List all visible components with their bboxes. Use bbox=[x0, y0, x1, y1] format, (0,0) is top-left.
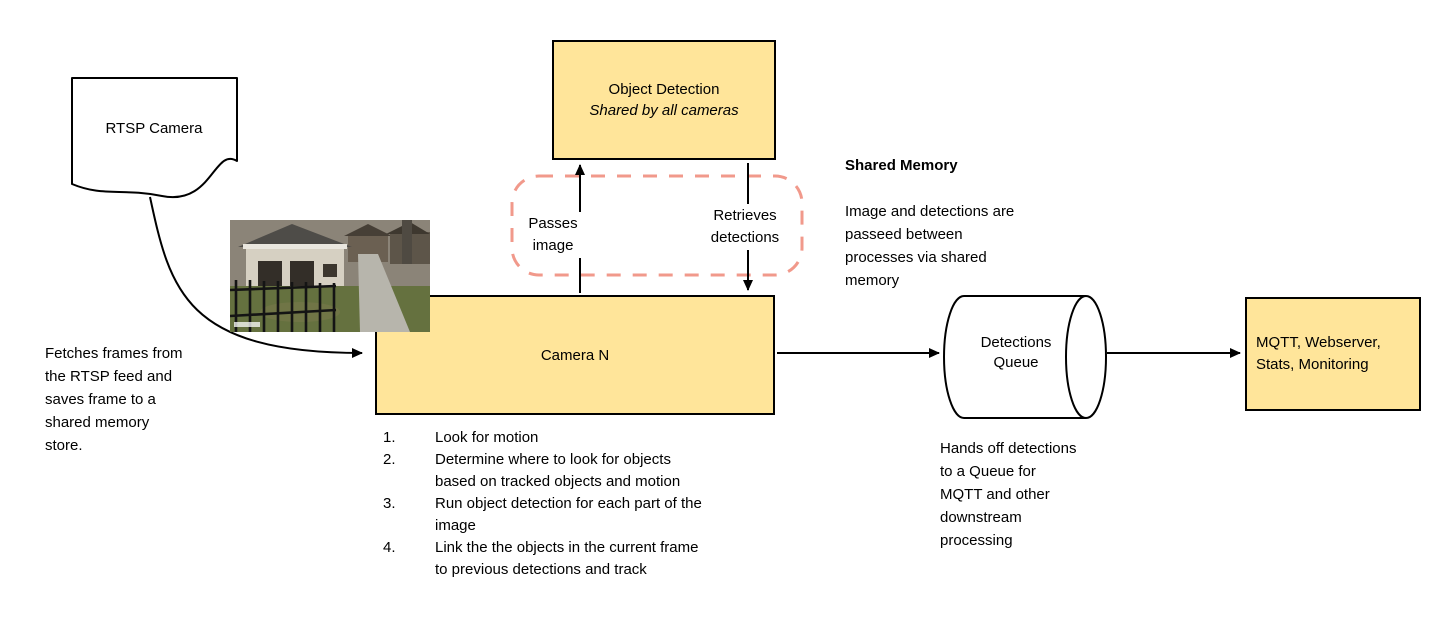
shared-memory-note-title: Shared Memory bbox=[845, 157, 958, 174]
camera-step: 1. Look for motion bbox=[383, 427, 813, 449]
camera-snapshot-image bbox=[230, 220, 430, 332]
camera-step-text: Run object detection for each part of th… bbox=[435, 495, 702, 534]
camera-step-number: 3. bbox=[383, 495, 396, 512]
rtsp-camera-label: RTSP Camera bbox=[105, 120, 203, 137]
mqtt-node: MQTT, Webserver, Stats, Monitoring bbox=[1245, 297, 1421, 411]
camera-step-text: Look for motion bbox=[435, 429, 539, 446]
shared-memory-dashed-boundary bbox=[510, 174, 804, 277]
camera-n-node: Camera N bbox=[375, 295, 775, 415]
camera-step: 4. Link the the objects in the current f… bbox=[383, 537, 813, 581]
shared-memory-note-body: Image and detections are passeed between… bbox=[845, 203, 1015, 289]
photo-background-houses bbox=[344, 220, 430, 264]
camera-step-number: 2. bbox=[383, 451, 396, 468]
photo-watermark bbox=[234, 322, 260, 327]
camera-step-number: 1. bbox=[383, 429, 396, 446]
camera-step-number: 4. bbox=[383, 539, 396, 556]
camera-step: 2. Determine where to look for objects b… bbox=[383, 449, 813, 493]
shared-memory-note: Shared Memory Image and detections are p… bbox=[845, 131, 1060, 315]
camera-step: 3. Run object detection for each part of… bbox=[383, 493, 813, 537]
camera-step-text: Determine where to look for objects base… bbox=[435, 451, 681, 490]
object-detection-node: Object Detection Shared by all cameras bbox=[552, 40, 776, 160]
queue-handoff-note: Hands off detections to a Queue for MQTT… bbox=[940, 440, 1077, 549]
camera-steps-list: 1. Look for motion 2. Determine where to… bbox=[383, 427, 813, 581]
detections-queue-label: Detections Queue bbox=[980, 334, 1052, 371]
mqtt-label: MQTT, Webserver, Stats, Monitoring bbox=[1256, 334, 1381, 373]
camera-step-text: Link the the objects in the current fram… bbox=[435, 539, 699, 578]
object-detection-title: Object Detection bbox=[608, 81, 720, 98]
fetches-note: Fetches frames from the RTSP feed and sa… bbox=[45, 345, 183, 454]
retrieves-detections-label: Retrieves detections bbox=[699, 204, 791, 250]
rtsp-camera-shape bbox=[71, 77, 238, 199]
detections-queue-shape bbox=[943, 295, 1107, 419]
photo-shed bbox=[238, 224, 352, 289]
camera-n-label: Camera N bbox=[540, 346, 610, 364]
rtsp-to-camera-arrow bbox=[149, 196, 363, 358]
object-detection-subtitle: Shared by all cameras bbox=[589, 102, 739, 119]
passes-image-label: Passes image bbox=[517, 212, 589, 258]
photo-sidewalk bbox=[358, 254, 410, 332]
